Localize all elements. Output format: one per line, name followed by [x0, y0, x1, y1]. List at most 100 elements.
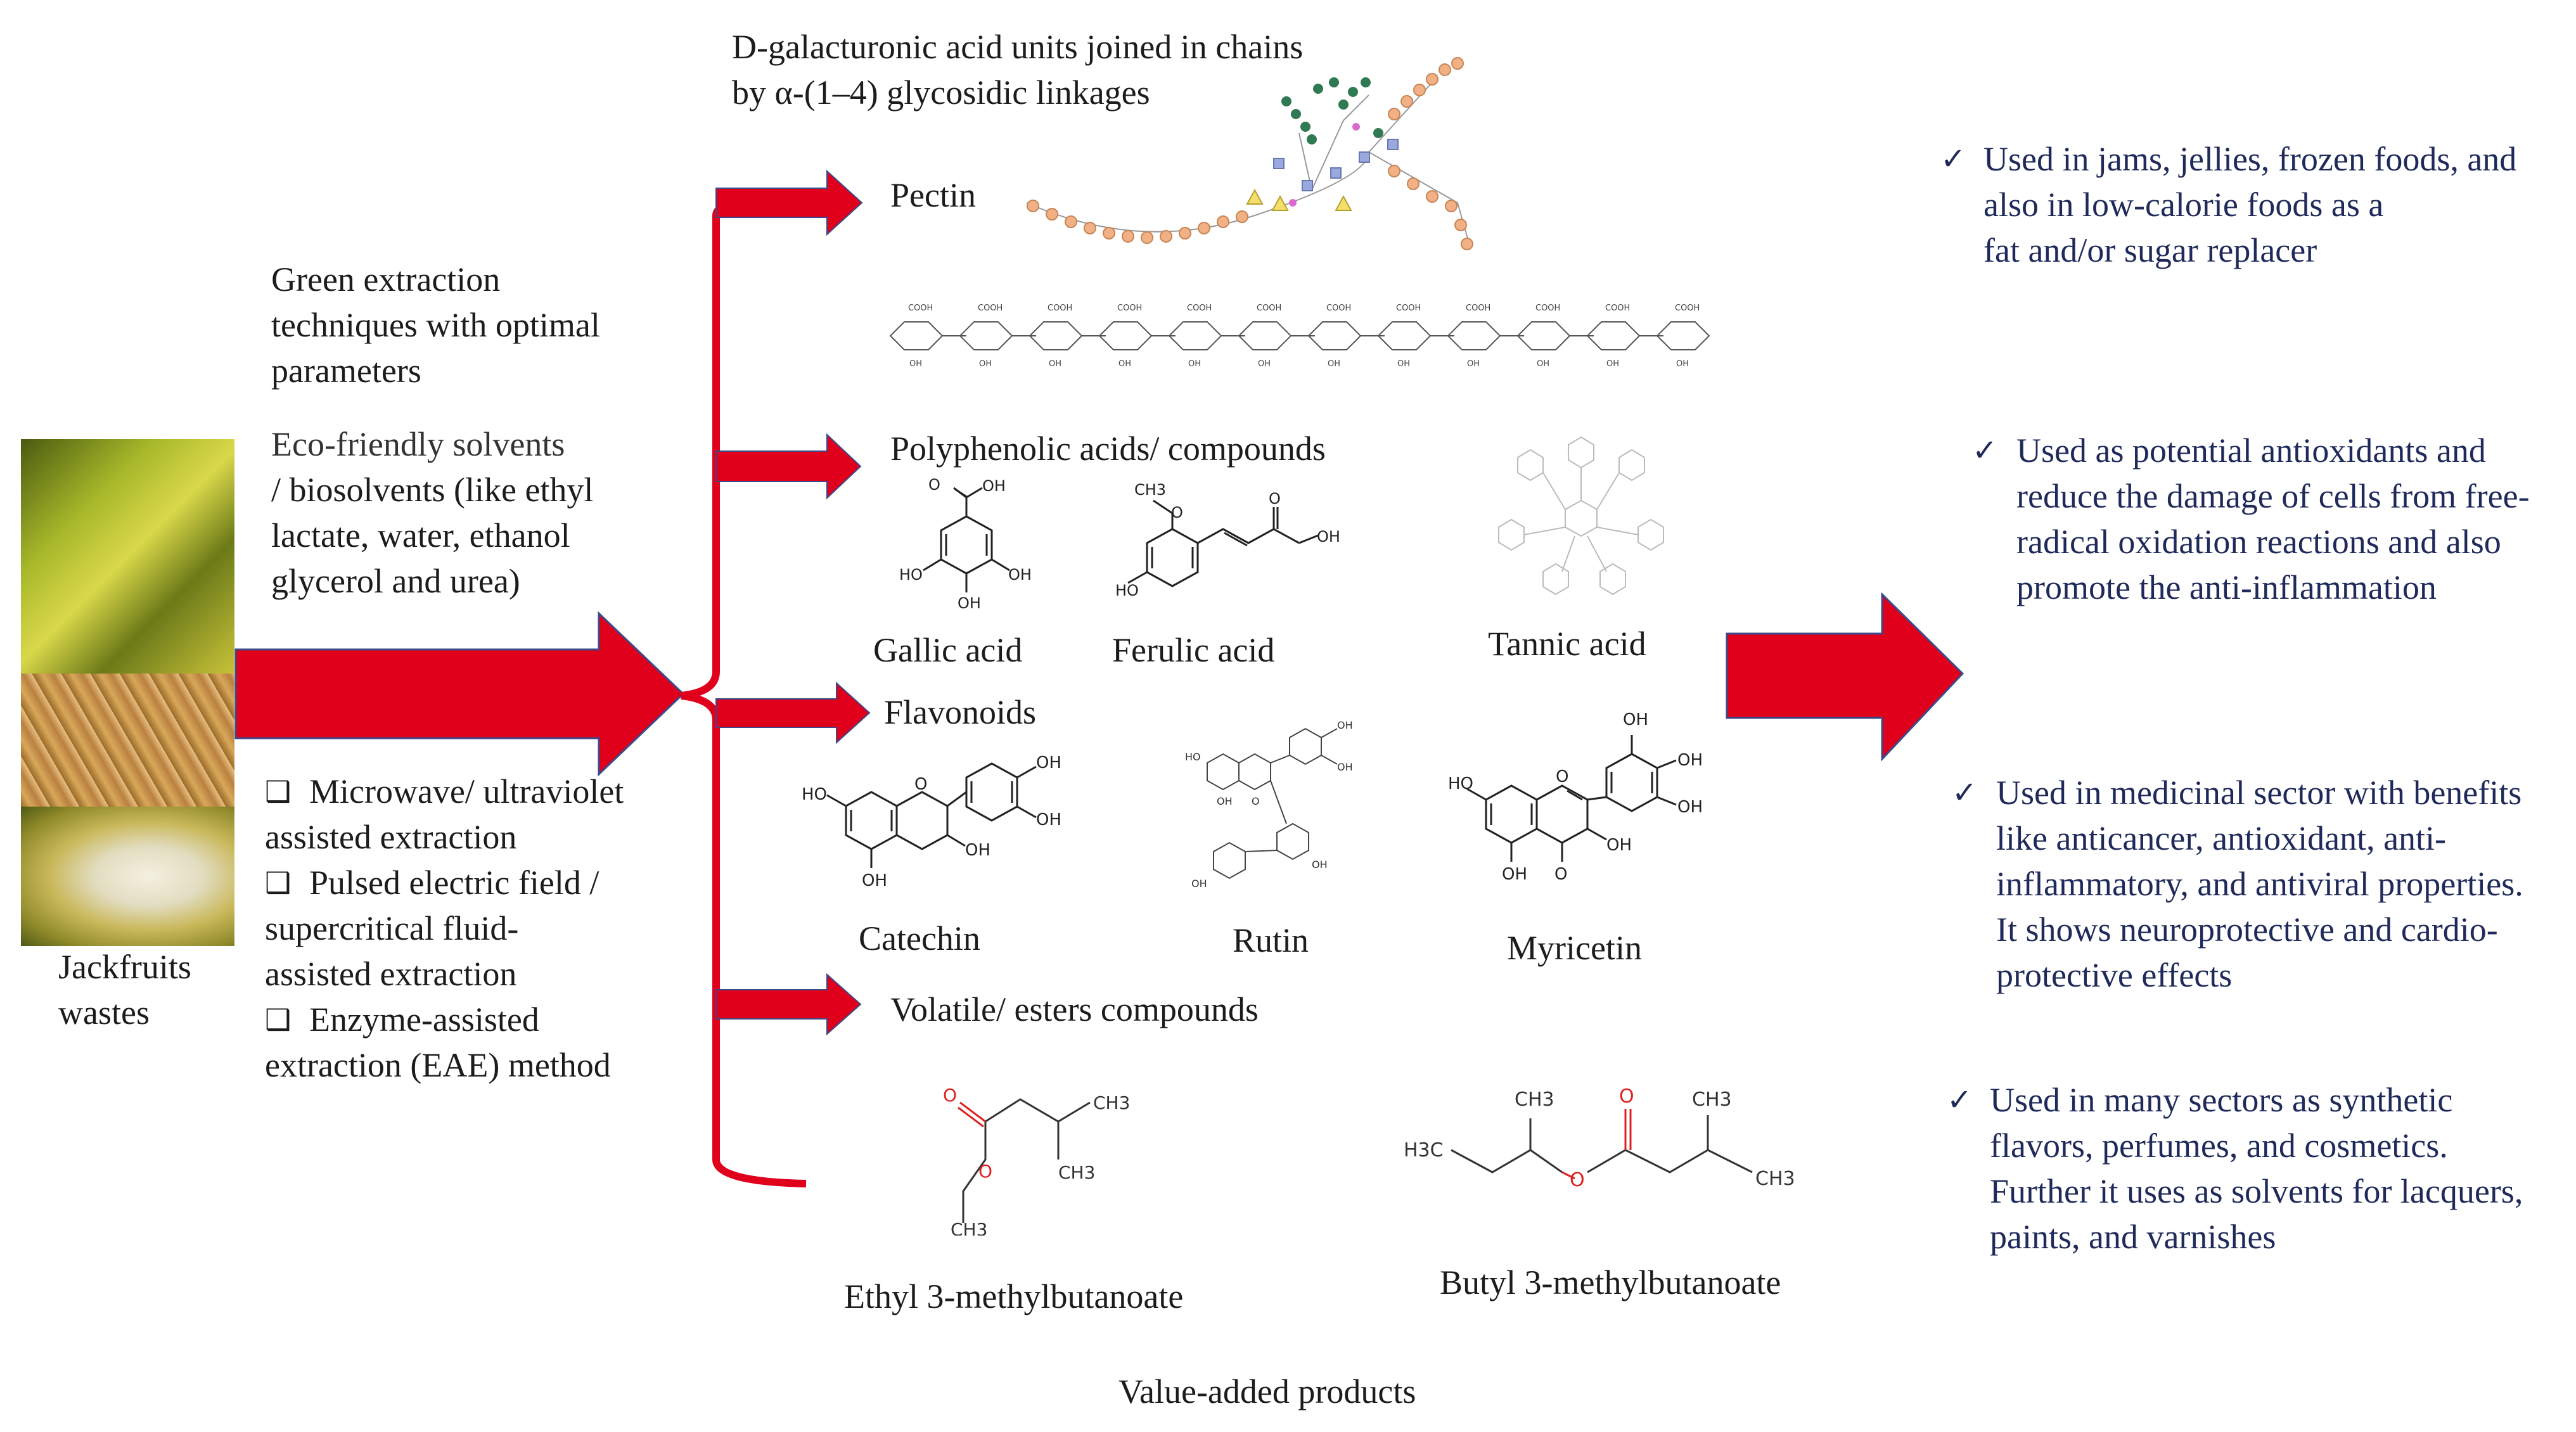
gallic-ho-label: HO	[899, 566, 923, 584]
jackfruit-peel-photo	[21, 674, 234, 807]
ferulic-acid-label: Ferulic acid	[1112, 631, 1275, 669]
solvents-line1: Eco-friendly solvents	[271, 425, 565, 463]
app-flavonoids-line5: protective effects	[1996, 956, 2233, 994]
gallic-acid-structure: O OH OH OH HO	[899, 478, 1032, 612]
extraction-heading-line1: Green extraction	[271, 260, 501, 298]
method-line4: supercritical fluid-	[265, 909, 519, 947]
polyphenols-label: Polyphenolic acids/ compounds	[890, 430, 1326, 468]
volatiles-arrow	[715, 973, 862, 1036]
gallic-acid-label: Gallic acid	[873, 631, 1023, 669]
method-line2: assisted extraction	[265, 818, 517, 856]
myricetin-oh-label-5: OH	[1606, 836, 1632, 855]
myricetin-o2-label: O	[1554, 865, 1567, 884]
method-bullet-3: ❑	[265, 1002, 292, 1037]
rutin-oh-label-1: OH	[1337, 719, 1353, 731]
rutin-ho-label: HO	[1185, 751, 1201, 763]
butyl-3-methylbutanoate-label: Butyl 3-methylbutanoate	[1440, 1263, 1781, 1301]
catechin-ho-label: HO	[802, 785, 827, 804]
method-bullet-2: ❑	[265, 866, 292, 900]
app-volatiles-check: ✓	[1947, 1082, 1973, 1118]
butyl-h3c-label: H3C	[1404, 1139, 1444, 1161]
catechin-oh-label-4: OH	[1036, 810, 1061, 829]
app-volatiles-line1: Used in many sectors as synthetic	[1990, 1081, 2453, 1119]
main-input-arrow	[234, 611, 685, 777]
butyl-o-label-2: O	[1619, 1085, 1634, 1108]
ferulic-o2-label: O	[1269, 490, 1281, 508]
ethyl-ester-o-label-1: O	[943, 1085, 957, 1106]
tannic-acid-structure	[1498, 436, 1664, 596]
rutin-structure: OH OH HO OH O OH OH	[1185, 719, 1353, 890]
method-line6: Enzyme-assisted	[309, 1000, 539, 1039]
myricetin-label: Myricetin	[1507, 929, 1642, 967]
pectin-linear-chain: COOH OH	[890, 303, 1710, 369]
butyl-ch3-label-3: CH3	[1755, 1168, 1795, 1190]
app-pectin-line2: also in low-calorie foods as a	[1983, 186, 2384, 224]
rutin-oh-label-3: OH	[1217, 795, 1233, 807]
polyphenols-arrow	[715, 433, 862, 500]
method-line1: Microwave/ ultraviolet	[309, 772, 624, 810]
ferulic-ho-label: HO	[1115, 582, 1139, 599]
gallic-oh-label-1: OH	[982, 478, 1006, 495]
catechin-oh-label-3: OH	[1036, 753, 1061, 772]
app-pectin-line3: fat and/or sugar replacer	[1983, 231, 2317, 269]
rutin-oh-label-2: OH	[1337, 761, 1353, 773]
solvents-line4: glycerol and urea)	[271, 562, 520, 600]
myricetin-structure: O OH OH OH HO OH O OH	[1448, 710, 1703, 884]
app-volatiles-line2: flavors, perfumes, and cosmetics.	[1990, 1127, 2448, 1165]
app-polyphenols-line1: Used as potential antioxidants and	[2016, 432, 2486, 470]
pectin-branched-structure	[1026, 57, 1473, 250]
app-pectin-check: ✓	[1940, 141, 1966, 177]
ethyl-3-methylbutanoate-structure: O O CH3 CH3 CH3	[943, 1085, 1130, 1236]
ethyl-ester-o-label-2: O	[978, 1161, 992, 1182]
butyl-o-label-1: O	[1570, 1169, 1585, 1191]
catechin-oh-label-2: OH	[965, 841, 990, 860]
rutin-label: Rutin	[1233, 921, 1309, 959]
app-flavonoids-line4: It shows neuroprotective and cardio-	[1996, 911, 2498, 949]
app-polyphenols-line2: reduce the damage of cells from free-	[2016, 477, 2530, 515]
app-flavonoids-line1: Used in medicinal sector with benefits	[1996, 774, 2522, 812]
gallic-oh-label-3: OH	[958, 594, 981, 612]
app-flavonoids-line2: like anticancer, antioxidant, anti-	[1996, 819, 2447, 857]
butyl-ch3-label-1: CH3	[1515, 1089, 1554, 1111]
catechin-label: Catechin	[859, 919, 980, 957]
app-pectin-line1: Used in jams, jellies, frozen foods, and	[1983, 140, 2517, 178]
rutin-oh-label-4: OH	[1312, 859, 1328, 871]
ferulic-o-label: O	[1171, 504, 1183, 521]
flavonoids-arrow	[715, 681, 871, 745]
ethyl-ch3-label-3: CH3	[951, 1219, 987, 1236]
tannic-acid-label: Tannic acid	[1488, 625, 1646, 663]
myricetin-o-label: O	[1556, 767, 1568, 786]
solvents-line2: / biosolvents (like ethyl	[271, 471, 594, 509]
ethyl-ch3-label-2: CH3	[1058, 1162, 1095, 1183]
extraction-heading-line3: parameters	[271, 352, 421, 390]
jackfruit-leaves-photo	[21, 439, 234, 674]
app-polyphenols-line4: promote the anti-inflammation	[2016, 568, 2437, 606]
app-volatiles-line3: Further it uses as solvents for lacquers…	[1990, 1172, 2523, 1210]
source-label-line2: wastes	[58, 994, 150, 1032]
catechin-structure: O HO OH OH OH OH	[802, 753, 1061, 890]
gallic-oh-label-2: OH	[1008, 566, 1032, 584]
method-line3: Pulsed electric field /	[309, 864, 599, 902]
myricetin-oh-label-1: OH	[1623, 710, 1648, 729]
jackfruit-cut-photo	[21, 807, 234, 946]
output-arrow	[1726, 592, 1964, 762]
branch-brace	[681, 193, 807, 1187]
butyl-3-methylbutanoate-structure: H3C CH3 O O CH3 CH3	[1404, 1085, 1795, 1191]
butyl-ch3-label-2: CH3	[1692, 1089, 1732, 1111]
pectin-arrow	[715, 169, 863, 236]
myricetin-oh-label-4: OH	[1502, 865, 1527, 884]
ethyl-ch3-label-1: CH3	[1093, 1092, 1130, 1113]
myricetin-oh-label-2: OH	[1677, 751, 1703, 770]
gallic-o-label: O	[928, 478, 940, 494]
ethyl-3-methylbutanoate-label: Ethyl 3-methylbutanoate	[844, 1277, 1184, 1315]
method-line5: assisted extraction	[265, 955, 517, 993]
method-bullet-1: ❑	[265, 774, 292, 809]
app-polyphenols-line3: radical oxidation reactions and also	[2016, 523, 2501, 561]
source-label-line1: Jackfruits	[58, 948, 191, 986]
app-polyphenols-check: ✓	[1972, 433, 1998, 468]
solvents-line3: lactate, water, ethanol	[271, 516, 570, 554]
volatiles-label: Volatile/ esters compounds	[890, 990, 1259, 1028]
app-flavonoids-line3: inflammatory, and antiviral properties.	[1996, 865, 2523, 903]
catechin-oh-label-1: OH	[862, 871, 887, 890]
